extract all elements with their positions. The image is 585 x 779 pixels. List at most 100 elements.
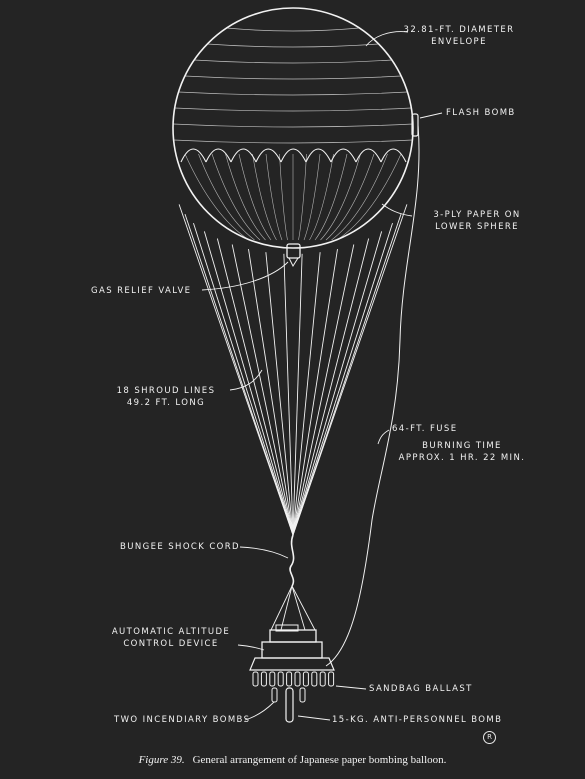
shroud-line <box>216 238 294 536</box>
envelope-scallop <box>205 148 232 163</box>
envelope-gore <box>331 153 388 241</box>
antipersonnel-bomb-icon <box>285 687 294 723</box>
label-incendiary: TWO INCENDIARY BOMBS <box>114 715 251 725</box>
leader-flash-bomb <box>419 112 443 119</box>
envelope-seam <box>184 75 402 80</box>
sandbag-icon <box>294 671 301 687</box>
envelope-seam <box>178 91 408 96</box>
sandbag-icon <box>328 671 335 687</box>
label-fuse: 64-FT. FUSE <box>392 424 458 434</box>
sandbag-icon <box>302 671 309 687</box>
envelope-gore <box>211 153 261 241</box>
label-envelope: 32.81-FT. DIAMETER ENVELOPE <box>403 25 515 47</box>
envelope-scallop <box>230 148 257 163</box>
envelope-gore <box>265 153 283 241</box>
envelope-seam <box>173 139 413 144</box>
shroud-line <box>265 252 294 536</box>
shroud-line <box>231 244 294 536</box>
envelope-gore <box>184 153 250 241</box>
envelope-seam <box>173 123 413 128</box>
envelope-scallop <box>330 148 357 163</box>
sandbag-icon <box>260 671 267 687</box>
incendiary-bomb-icon <box>299 687 306 703</box>
label-altitude-control: AUTOMATIC ALTITUDE CONTROL DEVICE <box>111 627 231 649</box>
shroud-line <box>292 249 338 536</box>
leader-gas-valve <box>201 261 289 291</box>
label-shroud: 18 SHROUD LINES 49.2 FT. LONG <box>116 386 216 408</box>
sandbag-icon <box>269 671 276 687</box>
caption-text: General arrangement of Japanese paper bo… <box>192 754 447 766</box>
figure-caption: Figure 39. General arrangement of Japanes… <box>0 754 585 766</box>
label-flash-bomb: FLASH BOMB <box>446 108 516 118</box>
envelope-gore <box>309 153 334 241</box>
fuse-line <box>325 124 420 667</box>
label-paper: 3-PLY PAPER ON LOWER SPHERE <box>433 210 521 232</box>
sandbag-icon <box>277 671 284 687</box>
envelope-gore <box>336 153 402 241</box>
envelope-scallop <box>180 148 207 163</box>
shroud-line <box>292 238 370 536</box>
envelope-outline <box>172 7 414 249</box>
corner-mark: R <box>483 731 496 744</box>
shroud-line <box>292 231 383 536</box>
envelope-seam <box>207 43 379 48</box>
leader-incendiary <box>244 701 275 721</box>
payload-parts <box>249 124 420 723</box>
label-bungee: BUNGEE SHOCK CORD <box>120 542 241 552</box>
envelope-scallop <box>255 148 282 163</box>
envelope-gore <box>279 153 288 241</box>
envelope-gore <box>314 153 348 241</box>
shroud-line <box>203 231 294 536</box>
envelope-gore <box>303 153 321 241</box>
shroud-line <box>292 253 303 536</box>
altitude-device-body <box>261 641 323 659</box>
envelope-scallop <box>380 148 407 163</box>
leader-fuse <box>377 429 390 445</box>
shroud-line <box>292 244 355 536</box>
label-sandbag: SANDBAG BALLAST <box>369 684 473 694</box>
altitude-device-cap <box>275 624 299 632</box>
envelope-gore <box>238 153 272 241</box>
gas-relief-valve-icon <box>286 243 301 259</box>
leader-sandbag <box>335 685 367 690</box>
envelope-seam <box>174 107 412 112</box>
valve-nozzle <box>288 257 299 268</box>
label-gas-valve: GAS RELIEF VALVE <box>91 286 192 296</box>
envelope-seam <box>226 27 360 32</box>
envelope-gore <box>298 153 307 241</box>
envelope-scallop <box>355 148 382 163</box>
envelope-seam <box>194 59 392 64</box>
rigging-line <box>270 585 293 631</box>
leader-antipersonnel <box>297 715 331 721</box>
leader-bungee <box>239 546 289 559</box>
sandbag-icon <box>311 671 318 687</box>
leader-lines <box>201 31 443 721</box>
leader-envelope <box>365 31 409 47</box>
leader-shroud <box>229 369 263 391</box>
envelope-gore <box>325 153 375 241</box>
envelope-gore <box>225 153 266 241</box>
label-antipersonnel: 15-KG. ANTI-PERSONNEL BOMB <box>332 715 503 725</box>
shroud-lines <box>178 204 408 536</box>
ballast-ring <box>249 657 335 671</box>
leader-altitude <box>237 644 265 651</box>
envelope-gore <box>252 153 277 241</box>
caption-figure-number: Figure 39. <box>138 754 185 766</box>
rigging-line <box>291 585 316 631</box>
shroud-line <box>184 213 294 536</box>
rigging-line <box>280 585 293 631</box>
shroud-line <box>283 253 294 536</box>
envelope-scallop <box>280 148 307 163</box>
sandbag-icon <box>319 671 326 687</box>
leader-paper <box>381 203 413 217</box>
label-burning-time: BURNING TIME APPROX. 1 HR. 22 MIN. <box>398 441 526 463</box>
sandbag-icon <box>286 671 293 687</box>
altitude-device-top <box>269 629 317 643</box>
envelope-gore <box>320 153 361 241</box>
envelope-scallop <box>305 148 332 163</box>
incendiary-bomb-icon <box>271 687 278 703</box>
shroud-line <box>193 223 294 536</box>
envelope-gore <box>198 153 255 241</box>
